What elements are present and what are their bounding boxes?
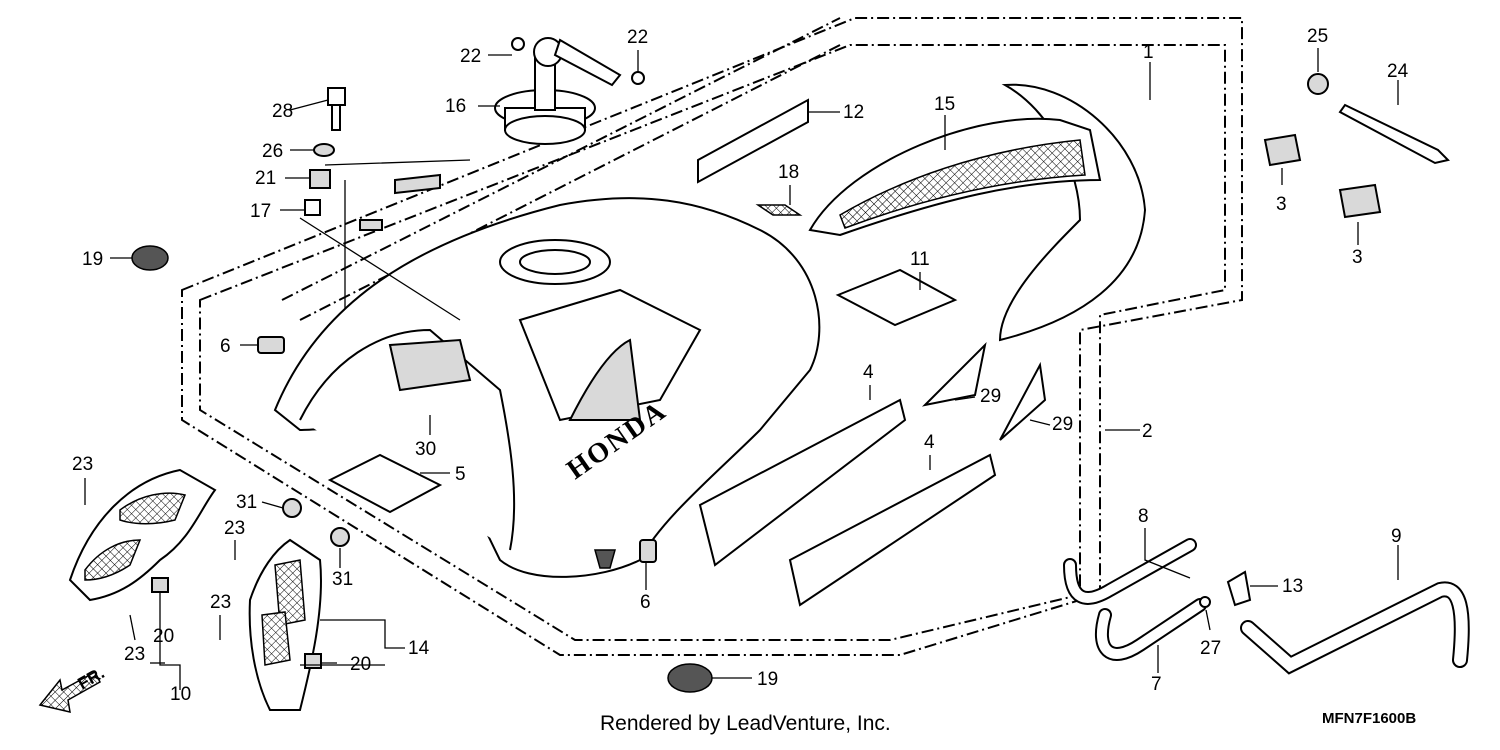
callout-23a: 23 [72,454,93,475]
callout-19a: 19 [82,249,103,270]
callout-23d: 23 [124,644,145,665]
joint-13 [1226,570,1252,607]
nut-31a [282,498,302,518]
fuel-cap-assembly [494,37,622,145]
fuel-hoses [1063,538,1470,675]
callout-25: 25 [1307,26,1328,47]
callout-4a: 4 [863,362,874,383]
callout-5: 5 [455,464,466,485]
pad-4a [698,398,907,567]
cushion-6a [257,336,285,354]
callout-27: 27 [1200,638,1221,659]
callout-14: 14 [408,638,430,659]
callout-8: 8 [1138,506,1149,527]
sticker-5 [327,453,443,514]
assembly-outline-1 [181,17,1243,656]
grommet-19b [667,663,713,693]
callout-29b: 29 [1052,414,1073,435]
callout-15: 15 [934,94,955,115]
diagram-code: MFN7F1600B [1322,710,1417,727]
callout-3a: 3 [1276,194,1287,215]
collar-3b [1338,183,1382,219]
label-18 [755,204,803,216]
callout-30: 30 [415,439,436,460]
callout-28: 28 [272,101,293,122]
callout-10: 10 [170,684,191,705]
pad-4b [788,453,997,607]
side-cover-14 [248,538,322,711]
front-arrow: FR. [38,663,108,713]
side-cover-1 [998,83,1147,342]
sticker-11 [835,268,958,327]
assembly-outline-3 [281,17,841,321]
bolt-22a [511,37,525,51]
footer-credit: Rendered by LeadVenture, Inc. [600,712,891,735]
callout-7: 7 [1151,674,1162,695]
pad-29b [999,361,1047,441]
bolt-24 [1338,103,1450,165]
callout-18: 18 [778,162,799,183]
callout-26: 26 [262,141,283,162]
callout-3b: 3 [1352,247,1363,268]
callout-12: 12 [843,102,864,123]
callout-16: 16 [445,96,466,117]
callout-20a: 20 [153,626,174,647]
callout-22b: 22 [627,27,648,48]
callout-6b: 6 [640,592,651,613]
callout-21: 21 [255,168,276,189]
callout-22a: 22 [460,46,481,67]
pad-29a [921,341,987,407]
callout-31b: 31 [332,569,353,590]
cover-group-outline [324,159,471,310]
honda-wing-logo [568,338,642,421]
callout-19b: 19 [757,669,778,690]
callout-29a: 29 [980,386,1001,407]
assembly-outline-2 [199,44,1226,641]
callout-4b: 4 [924,432,935,453]
callout-6a: 6 [220,336,231,357]
callout-20b: 20 [350,654,371,675]
nut-31b [330,527,350,547]
clip-27 [1199,596,1211,608]
grommet-19a [131,245,169,271]
callout-1: 1 [1143,42,1154,63]
tank-pad-15 [808,117,1102,237]
bolt-22b [631,71,645,85]
washer-26 [313,143,335,157]
collar-3a [1263,133,1302,167]
nut-25 [1307,73,1329,95]
callout-17: 17 [250,201,271,222]
cushion-6b [639,539,657,563]
grommet-21 [309,169,331,189]
side-cover-10 [68,468,217,602]
sticker-12 [697,98,809,184]
callout-24: 24 [1387,61,1409,82]
callout-31a: 31 [236,492,257,513]
collar-17 [304,199,321,216]
callout-11: 11 [910,249,930,270]
leader-lines [84,48,1399,690]
callout-2: 2 [1142,421,1153,442]
bolt-28 [327,87,346,131]
callout-9: 9 [1391,526,1402,547]
fuel-tank: HONDA [273,197,821,578]
callouts: 1 2 3 3 4 4 5 6 6 7 8 9 10 11 12 13 14 1… [72,26,1409,705]
callout-23c: 23 [210,592,231,613]
callout-23b: 23 [224,518,245,539]
callout-13: 13 [1282,576,1303,597]
stickers [327,98,1047,607]
